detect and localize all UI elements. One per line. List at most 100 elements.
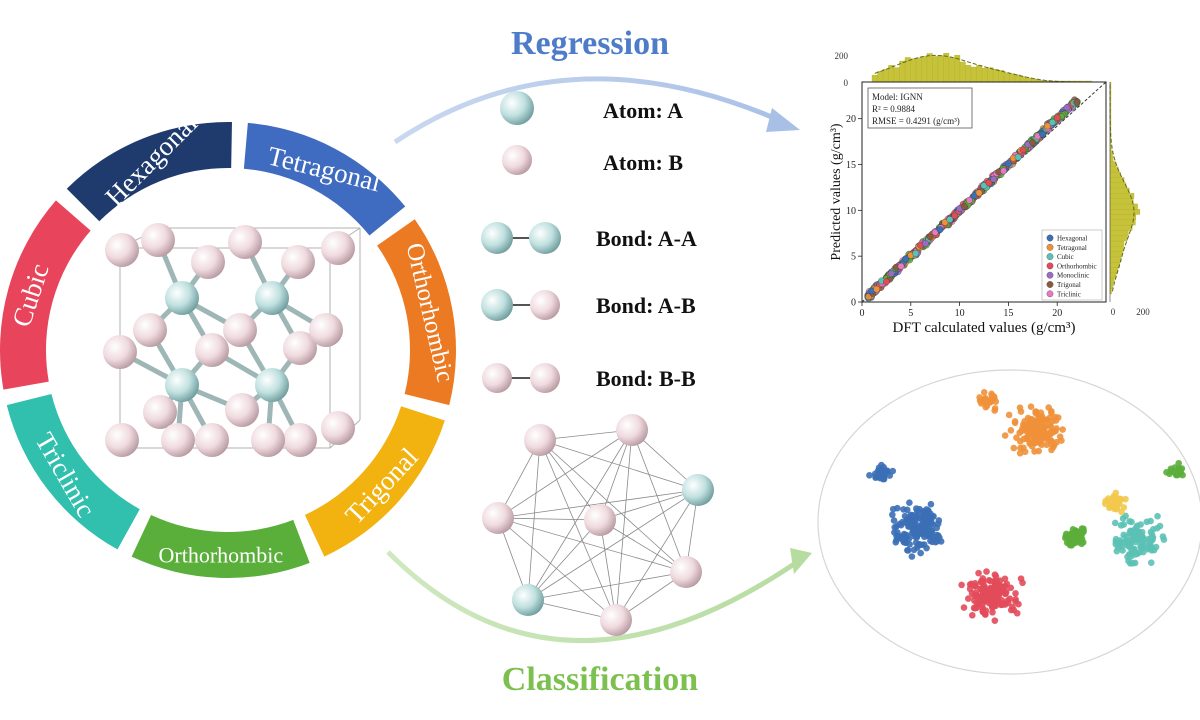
tsne-point <box>1111 497 1118 505</box>
tsne-point <box>1048 409 1055 417</box>
graph-edge <box>497 517 687 573</box>
right-hist-bar <box>1109 156 1114 162</box>
parity-point <box>902 255 910 263</box>
parity-ylabel: Predicted values (g/cm³) <box>829 123 844 260</box>
tsne-point <box>1147 517 1154 525</box>
parity-xlabel: DFT calculated values (g/cm³) <box>893 320 1076 336</box>
tsne-point <box>1156 522 1164 530</box>
crystal-atom-b <box>223 313 257 347</box>
parity-point <box>1029 139 1037 146</box>
tsne-point <box>1001 575 1009 583</box>
tsne-point <box>1053 425 1060 432</box>
classification-arrow: Classification <box>386 548 812 698</box>
tsne-point <box>985 577 993 584</box>
tsne-point <box>1120 531 1127 539</box>
tsne-point <box>874 467 882 474</box>
tsne-point <box>1001 590 1009 598</box>
top-hist-bar <box>987 67 994 83</box>
tsne-point <box>991 617 999 624</box>
graph-edge <box>615 429 633 621</box>
tsne-point <box>970 604 978 612</box>
top-hist-bar <box>932 56 939 83</box>
crystal-atom-b <box>283 331 317 365</box>
tsne-point <box>1129 559 1136 567</box>
ring-segment-orthorhombic-4 <box>131 514 310 579</box>
tsne-point <box>1016 429 1023 437</box>
tsne-point <box>1160 536 1168 543</box>
right-hist-bar <box>1109 171 1121 178</box>
parity-point <box>883 278 890 286</box>
right-hist-bar <box>1109 177 1125 183</box>
top-hist-tick-max: 200 <box>835 51 849 61</box>
classification-arrowhead <box>790 548 812 574</box>
tsne-point <box>930 512 937 520</box>
parity-point <box>1000 167 1007 175</box>
tsne-point <box>1037 415 1045 422</box>
graph-node-atom-b <box>600 604 632 636</box>
tsne-point <box>965 595 972 602</box>
legend-entry-label: Triclinic <box>1057 290 1081 298</box>
tsne-point <box>1127 553 1135 560</box>
top-hist-bar <box>976 65 983 83</box>
top-hist-bar <box>937 55 944 83</box>
graph-edge <box>527 571 687 601</box>
tsne-point <box>1007 427 1015 434</box>
top-hist-bar <box>998 70 1005 83</box>
tsne-point <box>1036 433 1044 440</box>
right-hist-bar <box>1109 283 1113 289</box>
top-hist-bar <box>1003 72 1010 83</box>
crystal-atom-b <box>133 313 167 347</box>
top-hist-bar <box>948 57 955 83</box>
tsne-point <box>1056 433 1064 440</box>
annotation-r2: R² = 0.9884 <box>872 104 916 114</box>
tsne-point <box>1068 540 1076 547</box>
parity-point <box>1019 146 1027 154</box>
regression-arrowhead <box>766 108 800 132</box>
tsne-point <box>924 523 931 530</box>
ring-segment-tetragonal-1 <box>243 122 406 236</box>
tsne-point <box>1177 467 1184 474</box>
tsne-point <box>927 518 935 525</box>
graph-edge <box>599 489 699 521</box>
crystal-structure <box>103 223 361 457</box>
right-hist-bar <box>1109 267 1119 273</box>
tsne-point <box>1027 403 1035 410</box>
crystal-atom-b <box>225 393 259 427</box>
tsne-plot <box>817 369 1200 675</box>
tsne-point <box>1016 449 1024 457</box>
parity-point <box>990 175 998 183</box>
tsne-point <box>925 507 932 515</box>
tsne-point <box>971 597 978 604</box>
graph-node-atom-b <box>616 414 648 446</box>
atom-b-label: Atom: B <box>603 150 683 175</box>
top-hist-tick-zero: 0 <box>844 78 849 88</box>
tsne-point <box>1136 549 1143 556</box>
graph-network <box>482 414 714 636</box>
top-hist-bar <box>871 74 878 83</box>
right-hist-bar <box>1109 246 1124 252</box>
atom-a-label: Atom: A <box>603 98 683 123</box>
legend-entry-label: Monoclinic <box>1057 272 1089 280</box>
right-histogram <box>1109 81 1141 302</box>
tsne-point <box>1138 539 1145 547</box>
top-histogram <box>862 52 1106 83</box>
graph-edge <box>497 517 601 521</box>
tsne-point <box>1122 495 1129 503</box>
top-hist-bar <box>943 52 950 83</box>
right-hist-tick-max: 200 <box>1136 307 1150 317</box>
tsne-point <box>983 568 990 575</box>
parity-point <box>936 226 944 233</box>
right-hist-bar <box>1109 182 1127 189</box>
crystal-atom-b <box>321 231 355 265</box>
tsne-point <box>991 583 999 590</box>
right-hist-bar <box>1109 224 1133 231</box>
legend-marker <box>1046 281 1054 288</box>
crystal-atom-a <box>255 281 289 315</box>
graph-node-atom-b <box>584 504 616 536</box>
crystal-atom-b <box>161 423 195 457</box>
top-hist-bar <box>1025 77 1032 83</box>
annotation-model: Model: IGNN <box>872 92 923 102</box>
tsne-point <box>1011 418 1019 425</box>
legend-entry-label: Trigonal <box>1057 281 1081 289</box>
